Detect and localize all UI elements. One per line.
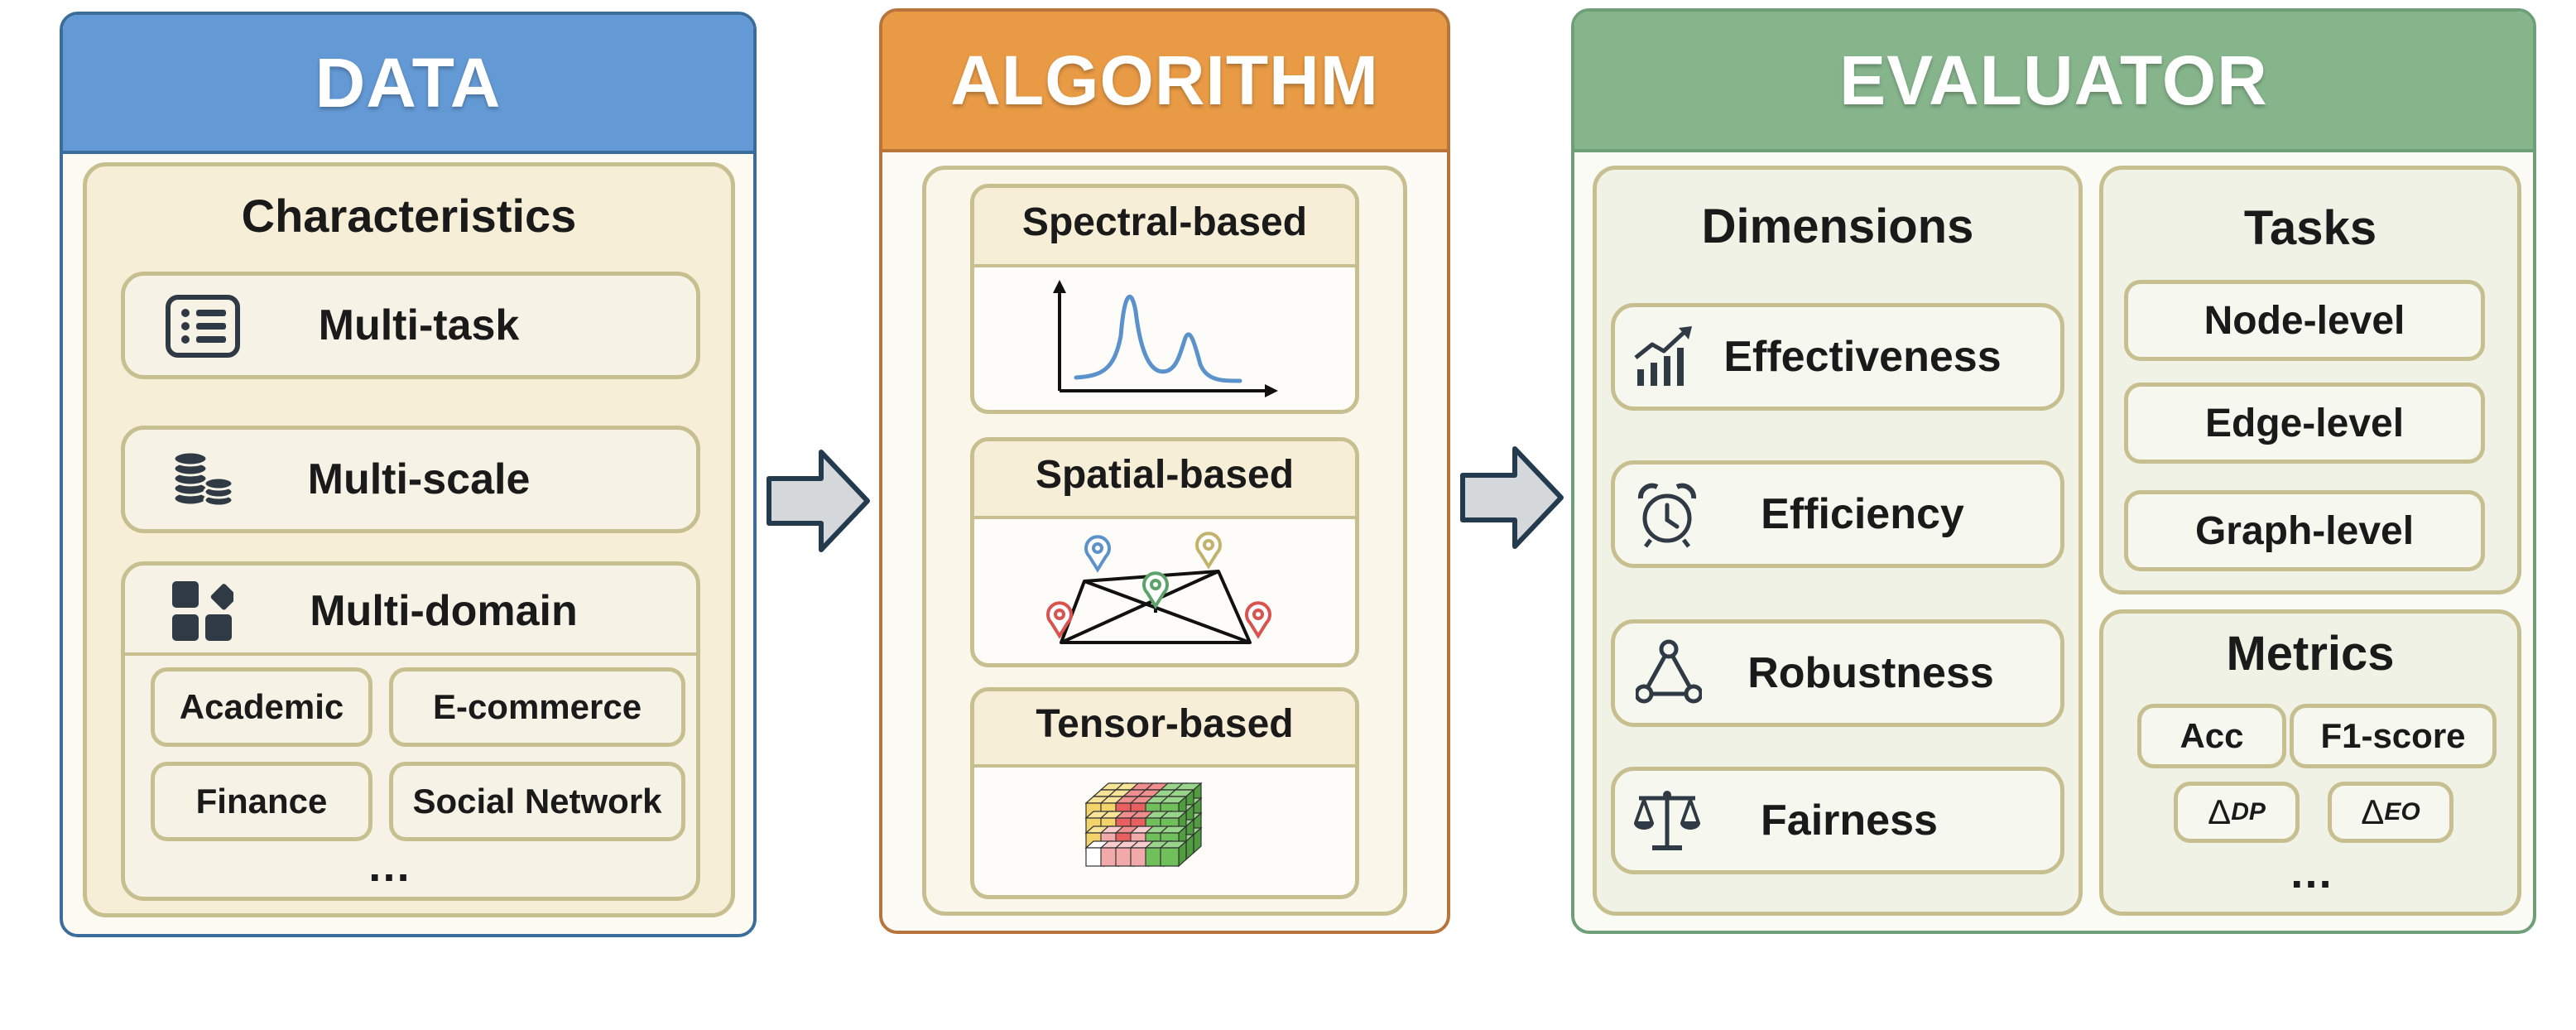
- tensor-card-header: [974, 691, 1355, 768]
- multi-scale-label: Multi-scale: [307, 455, 531, 503]
- task-node-level: Node-level: [2124, 280, 2485, 361]
- metrics-ellipsis: …: [2289, 848, 2333, 898]
- metric-delta-eo-symbol: Δ: [2361, 792, 2385, 831]
- robustness-item: [1611, 619, 2064, 727]
- metric-delta-eo-subscript: EO: [2384, 798, 2420, 825]
- metric-delta-dp-subscript: DP: [2231, 798, 2266, 825]
- triangle-graph-icon: [1636, 639, 1702, 705]
- domain-finance: Finance: [151, 762, 372, 841]
- effectiveness-item: [1611, 303, 2064, 411]
- tensor-label: Tensor-based: [1036, 701, 1294, 746]
- domain-academic: Academic: [151, 667, 372, 747]
- data-title: DATA: [315, 43, 502, 122]
- metric-f1-score: F1-score: [2290, 704, 2497, 768]
- metrics-title: Metrics: [2226, 627, 2395, 681]
- domain-ecommerce: E-commerce: [389, 667, 685, 747]
- growth-chart-icon: [1632, 323, 1699, 389]
- spectral-card: [970, 184, 1359, 414]
- fairness-item: [1611, 767, 2064, 874]
- algorithm-header: ALGORITHM: [882, 12, 1447, 152]
- domain-ellipsis: …: [367, 841, 411, 891]
- efficiency-label: Efficiency: [1761, 490, 1964, 538]
- evaluator-header: EVALUATOR: [1574, 12, 2533, 152]
- tensor-cube-front: [1160, 847, 1180, 867]
- effectiveness-label: Effectiveness: [1723, 333, 2002, 381]
- tensor-cube-icon: [1078, 770, 1243, 886]
- dimensions-title: Dimensions: [1701, 200, 1974, 253]
- multi-task-label: Multi-task: [318, 301, 520, 349]
- list-icon: [166, 295, 240, 358]
- robustness-label: Robustness: [1747, 649, 1994, 697]
- shapes-icon: [171, 580, 233, 643]
- multi-domain-divider: [121, 652, 700, 656]
- spatial-graph-icon: [1045, 520, 1285, 652]
- database-stack-icon: [171, 445, 237, 512]
- spatial-label: Spatial-based: [1035, 452, 1295, 497]
- multi-domain-label: Multi-domain: [310, 587, 578, 635]
- spatial-card: [970, 437, 1359, 667]
- efficiency-item: [1611, 460, 2064, 568]
- balance-scale-icon: [1632, 787, 1702, 853]
- algorithm-title: ALGORITHM: [950, 41, 1379, 119]
- task-graph-level: Graph-level: [2124, 490, 2485, 571]
- alarm-clock-icon: [1636, 482, 1699, 548]
- domain-social-network: Social Network: [389, 762, 685, 841]
- arrow-data-to-algorithm: [765, 447, 872, 555]
- spectral-chart-icon: [1045, 278, 1285, 402]
- metric-delta-dp-symbol: Δ: [2208, 792, 2232, 831]
- metric-acc: Acc: [2137, 704, 2286, 768]
- spectral-card-header: [974, 188, 1355, 267]
- tensor-card: [970, 687, 1359, 899]
- evaluator-title: EVALUATOR: [1839, 41, 2268, 119]
- task-edge-level: Edge-level: [2124, 383, 2485, 464]
- data-header: DATA: [63, 15, 753, 154]
- arrow-algorithm-to-evaluator: [1459, 444, 1566, 551]
- characteristics-title: Characteristics: [241, 190, 577, 242]
- tasks-title: Tasks: [2243, 201, 2377, 255]
- spatial-card-header: [974, 441, 1355, 519]
- spectral-label: Spectral-based: [1021, 200, 1308, 244]
- fairness-label: Fairness: [1761, 797, 1938, 845]
